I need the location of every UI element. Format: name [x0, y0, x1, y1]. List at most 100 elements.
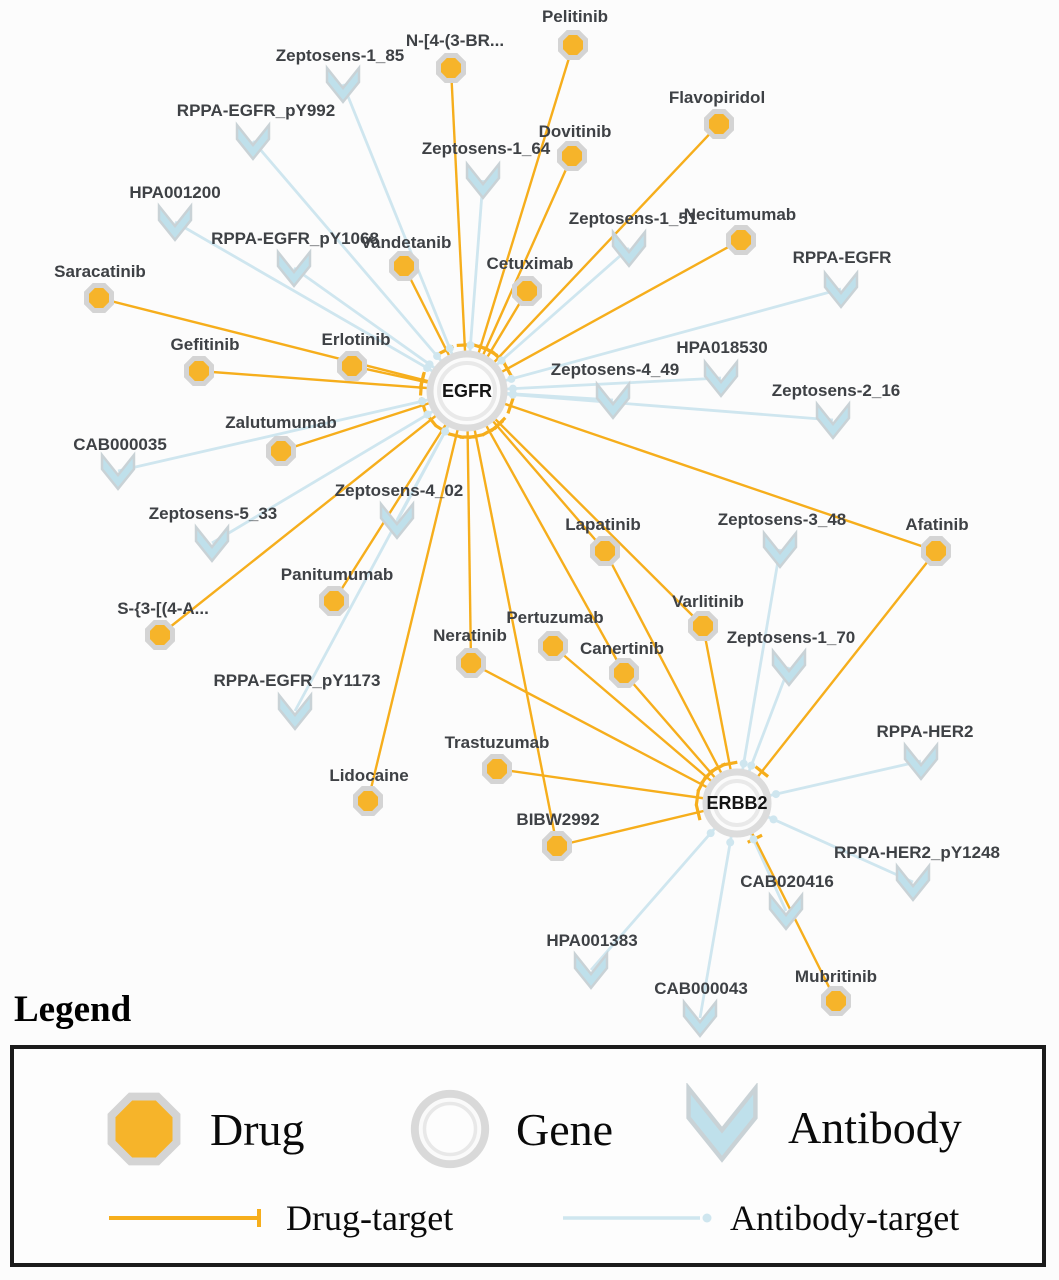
- antibody-node-zeptosens-1-85: [325, 64, 361, 104]
- antibody-node-rppa-egfr-py992: [235, 121, 271, 161]
- antibody-target-dot-rppa-her2: [771, 790, 780, 799]
- edge-drug-target-neratinib: [470, 661, 738, 805]
- legend-box: Drug Gene Antibody Drug-target: [10, 1045, 1046, 1267]
- legend-item-antibody: Antibody: [678, 1083, 962, 1171]
- node-label-rppa-egfr-py1068: RPPA-EGFR_pY1068: [211, 229, 379, 248]
- drug-node-pelitinib: [558, 30, 588, 60]
- antibody-target-dot-cab000043: [726, 838, 735, 847]
- gene-node-inner-egfr: [437, 361, 497, 421]
- node-label-zalutumumab: Zalutumumab: [225, 413, 336, 432]
- antibody-target-dot-zeptosens-1-64: [466, 341, 475, 350]
- antibody-node-zeptosens-4-49: [595, 380, 631, 420]
- antibody-node-zeptosens-5-33: [194, 523, 230, 563]
- legend-item-drug: Drug: [100, 1085, 305, 1173]
- node-label-necitumumab: Necitumumab: [684, 205, 796, 224]
- edge-antibody-target-rppa-egfr-py992: [251, 140, 469, 392]
- drug-node-panitumumab: [319, 586, 349, 616]
- legend-item-antibody-target: Antibody-target: [560, 1197, 959, 1239]
- edge-drug-target-flavopiridol: [466, 123, 720, 392]
- antibody-node-zeptosens-1-64: [465, 160, 501, 200]
- node-label-hpa001383: HPA001383: [546, 931, 637, 950]
- edge-drug-target-lidocaine: [366, 390, 469, 802]
- legend-title: Legend: [14, 989, 132, 1030]
- edge-drug-target-varlitinib: [466, 390, 704, 627]
- node-label-neratinib: Neratinib: [433, 626, 507, 645]
- node-label-zeptosens-4-02: Zeptosens-4_02: [335, 481, 464, 500]
- edge-drug-target-lapatinib: [603, 550, 739, 804]
- node-label-hpa001200: HPA001200: [129, 183, 220, 202]
- edge-antibody-target-rppa-egfr-py1173: [293, 390, 469, 712]
- edge-antibody-target-zeptosens-2-16: [466, 389, 834, 422]
- drug-target-tee-erlotinib: [418, 373, 426, 390]
- node-label-gefitinib: Gefitinib: [171, 335, 240, 354]
- antibody-target-dot-cab000035: [418, 397, 427, 406]
- edge-drug-target-necitumumab: [466, 238, 742, 393]
- legend-item-drug-target: Drug-target: [106, 1197, 453, 1239]
- antibody-target-line-icon: [563, 1213, 712, 1223]
- node-label-lidocaine: Lidocaine: [329, 766, 408, 785]
- node-label-trastuzumab: Trastuzumab: [445, 733, 550, 752]
- drug-target-tee-afatinib: [506, 397, 515, 414]
- network-graph: EGFRERBB2PelitinibN-[4-(3-BR...Dovitinib…: [54, 7, 1000, 1038]
- antibody-node-rppa-her2: [903, 741, 939, 781]
- drug-target-tee-bibw2992: [467, 433, 485, 440]
- drug-node-zalutumumab: [266, 436, 296, 466]
- drug-node-neratinib: [456, 648, 486, 678]
- antibody-target-dot-rppa-egfr: [507, 374, 516, 383]
- antibody-target-dot-rppa-her2-py1248: [769, 815, 778, 824]
- edge-drug-target-s-3-4-a: [159, 390, 468, 636]
- node-label-rppa-egfr-py1173: RPPA-EGFR_pY1173: [214, 671, 381, 690]
- drug-node-necitumumab: [726, 225, 756, 255]
- edge-drug-target-panitumumab: [332, 390, 469, 602]
- drug-node-gefitinib: [184, 356, 214, 386]
- drug-node-pertuzumab: [538, 631, 568, 661]
- edge-antibody-target-cab000035: [117, 389, 468, 473]
- gene-label-egfr: EGFR: [442, 381, 492, 401]
- antibody-node-hpa001383: [573, 950, 609, 990]
- drug-node-trastuzumab: [482, 754, 512, 784]
- node-label-afatinib: Afatinib: [905, 515, 968, 534]
- node-label-vandetanib: Vandetanib: [361, 233, 452, 252]
- legend-antibody-target-label: Antibody-target: [730, 1198, 960, 1238]
- antibody-node-rppa-egfr: [823, 269, 859, 309]
- drug-node-s-3-4-a: [145, 620, 175, 650]
- antibody-node-hpa018530: [703, 358, 739, 398]
- drug-node-erlotinib: [337, 351, 367, 381]
- drug-target-tee-trastuzumab: [694, 789, 701, 806]
- node-label-rppa-egfr: RPPA-EGFR: [793, 248, 892, 267]
- drug-target-tee-afatinib: [754, 765, 770, 778]
- antibody-chevron-icon: [686, 1083, 758, 1163]
- node-label-panitumumab: Panitumumab: [281, 565, 393, 584]
- antibody-target-dot-zeptosens-1-70: [747, 761, 756, 770]
- antibody-node-cab020416: [768, 891, 804, 931]
- antibody-node-zeptosens-3-48: [762, 529, 798, 569]
- node-label-rppa-egfr-py992: RPPA-EGFR_pY992: [177, 101, 335, 120]
- node-label-pelitinib: Pelitinib: [542, 7, 608, 26]
- node-label-zeptosens-1-70: Zeptosens-1_70: [727, 628, 856, 647]
- edge-drug-target-afatinib: [466, 389, 937, 553]
- node-label-pertuzumab: Pertuzumab: [506, 608, 603, 627]
- edge-drug-target-n-4-3-br: [449, 67, 469, 392]
- antibody-node-zeptosens-4-02: [379, 500, 415, 540]
- drug-node-bibw2992: [542, 831, 572, 861]
- node-label-rppa-her2: RPPA-HER2: [877, 722, 974, 741]
- edge-antibody-target-zeptosens-1-85: [341, 83, 469, 392]
- edge-drug-target-afatinib: [736, 550, 937, 804]
- antibody-target-dot-zeptosens-1-85: [445, 344, 454, 353]
- node-label-hpa018530: HPA018530: [676, 338, 767, 357]
- antibody-target-dot-rppa-egfr-py1068: [425, 360, 434, 369]
- edge-drug-target-saracatinib: [98, 296, 468, 393]
- antibody-node-hpa001200: [157, 202, 193, 242]
- drug-node-n-4-3-br: [436, 53, 466, 83]
- drug-node-lapatinib: [590, 536, 620, 566]
- node-label-cab000035: CAB000035: [73, 435, 167, 454]
- drug-node-dovitinib: [557, 141, 587, 171]
- antibody-target-dot-cab020416: [749, 835, 758, 844]
- gene-circle-icon: [410, 1089, 490, 1169]
- node-label-zeptosens-1-51: Zeptosens-1_51: [569, 209, 698, 228]
- node-label-zeptosens-4-49: Zeptosens-4_49: [551, 360, 680, 379]
- antibody-target-dot-zeptosens-2-16: [508, 390, 517, 399]
- node-label-lapatinib: Lapatinib: [565, 515, 641, 534]
- drug-node-saracatinib: [84, 283, 114, 313]
- node-label-zeptosens-5-33: Zeptosens-5_33: [149, 504, 278, 523]
